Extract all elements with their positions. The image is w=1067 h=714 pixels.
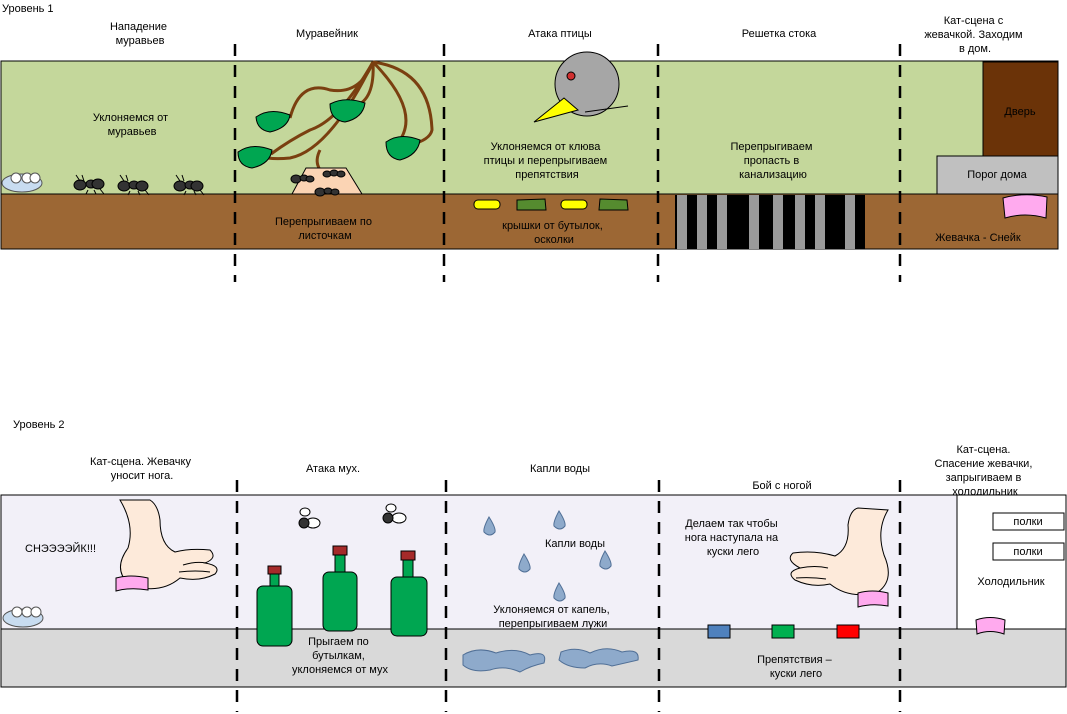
ant-icon (314, 187, 340, 197)
l2-header-rescue: Кат-сцена. Спасение жевачки, запрыгиваем… (935, 444, 1036, 498)
shelf-label: полки (1013, 546, 1042, 558)
player-icon (2, 606, 44, 628)
door (982, 61, 1059, 157)
note-ants: Уклоняемся от муравьев (93, 112, 171, 138)
l1-header-grate: Решетка стока (742, 28, 817, 40)
gum-snake (975, 617, 1006, 635)
foot-icon (789, 507, 889, 608)
section-divider (233, 44, 902, 282)
leaf-icon (329, 99, 366, 123)
l1-grass (0, 60, 1059, 195)
drops-label: Капли воды (545, 538, 605, 550)
gum-snake (1002, 194, 1048, 219)
ant-icon (173, 174, 205, 196)
fridge-shelf (992, 542, 1065, 561)
ant-icon (290, 174, 315, 184)
shard-icon (516, 198, 547, 211)
note-drops: Уклоняемся от капель, перепрыгиваем лужи (493, 604, 612, 630)
note-foot: Делаем так чтобы нога наступала на куски… (685, 518, 781, 558)
ant-icon (117, 174, 150, 196)
gum-label: Жевачка - Снейк (935, 232, 1021, 244)
bottle-cap-icon (473, 199, 501, 210)
bottle-cap-icon (560, 199, 588, 210)
bird-icon (533, 51, 629, 123)
note-grate: Перепрыгиваем пропасть в канализацию (731, 141, 816, 181)
bottle-icon (256, 565, 293, 647)
puddle-icon (462, 649, 546, 673)
note-leaves: Перепрыгиваем по листочкам (275, 216, 375, 242)
l1-header-cutscene: Кат-сцена с жевачкой. Заходим в дом. (924, 15, 1025, 55)
fridge-label: Холодильник (977, 576, 1044, 588)
note-shout: СНЭЭЭЭЙК!!! (25, 542, 96, 555)
l1-header-ants: Нападение муравьев (110, 21, 170, 47)
section-divider (235, 480, 902, 712)
ant-icon (73, 174, 105, 195)
lego-piece-blue (707, 624, 731, 639)
fly-icon (382, 503, 407, 524)
l1-header-bird: Атака птицы (528, 28, 592, 40)
note-lego: Препятствия – куски лего (757, 654, 835, 680)
water-drop-icon (483, 510, 612, 602)
l2-header-cutscene: Кат-сцена. Жевачку уносит нога. (90, 456, 194, 482)
l2-header-drops: Капли воды (530, 463, 590, 475)
note-bottles: Прыгаем по бутылкам, уклоняемся от мух (292, 636, 388, 676)
bottle-icon (390, 550, 428, 637)
bottle-icon (322, 545, 358, 632)
level1-title: Уровень 1 (2, 3, 54, 15)
threshold (936, 155, 1059, 195)
leaf-icon (385, 136, 421, 161)
drain-grate (675, 195, 865, 249)
fridge-shelf (992, 512, 1065, 531)
l2-header-foot: Бой с ногой (752, 480, 811, 492)
threshold-label: Порог дома (967, 169, 1027, 181)
leaf-icon (237, 146, 273, 169)
note-bird: Уклоняемся от клюва птицы и перепрыгивае… (484, 141, 611, 181)
shard-icon (598, 198, 629, 211)
level2-title: Уровень 2 (13, 419, 65, 431)
l2-header-flies: Атака мух. (306, 463, 360, 475)
l1-header-anthill: Муравейник (296, 28, 358, 40)
foot-icon (115, 499, 218, 592)
lego-piece-red (836, 624, 860, 639)
fly-icon (298, 507, 321, 529)
leaf-icon (255, 111, 291, 133)
door-label: Дверь (1004, 106, 1035, 118)
player-icon (1, 172, 43, 193)
ant-icon (322, 169, 346, 178)
note-caps: крышки от бутылок, осколки (502, 220, 606, 246)
puddle-icon (558, 648, 639, 669)
lego-piece-green (771, 624, 795, 639)
shelf-label: полки (1013, 516, 1042, 528)
